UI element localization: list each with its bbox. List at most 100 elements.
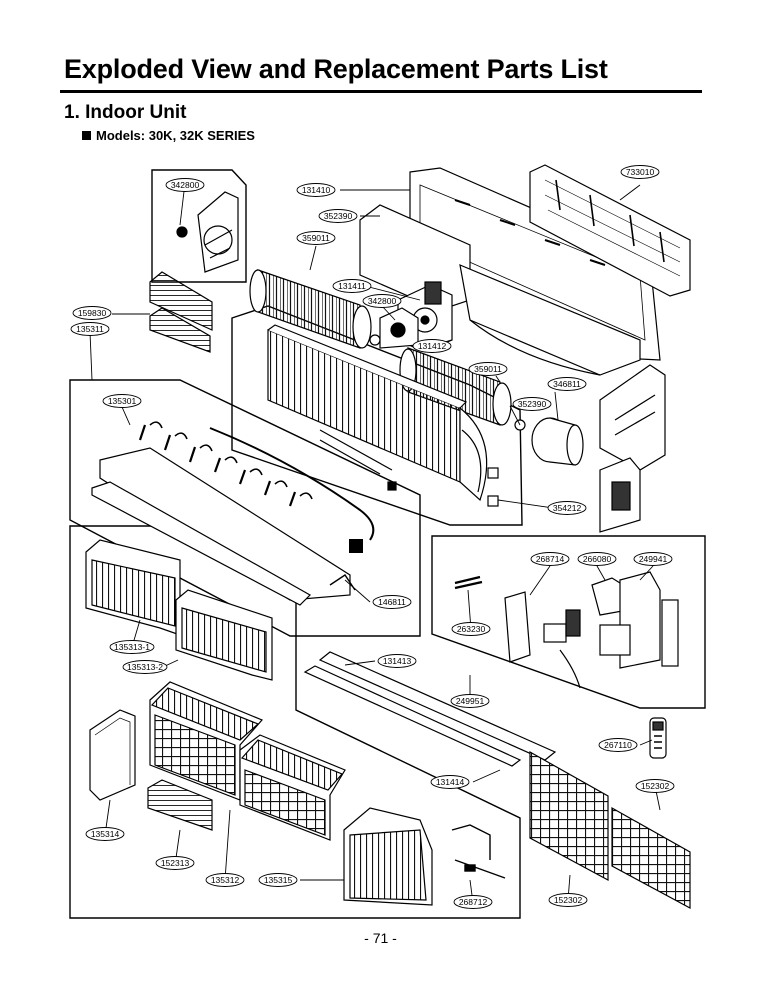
part-label-135301: 135301: [102, 394, 142, 408]
air-filter-left: [529, 750, 609, 882]
part-label-bubble: [296, 183, 336, 197]
models-text: Models: 30K, 32K SERIES: [96, 128, 255, 143]
part-label-bubble: [70, 322, 110, 336]
part-label-bubble: [547, 377, 587, 391]
part-label-bubble: [362, 294, 402, 308]
page-number: - 71 -: [364, 930, 397, 946]
part-label-text: 135314: [91, 829, 120, 839]
part-label-bubble: [122, 660, 168, 674]
page-title: Exploded View and Replacement Parts List: [64, 54, 608, 84]
part-label-267110: 267110: [598, 738, 638, 752]
motor-mount: [379, 307, 419, 349]
part-label-131412: 131412: [412, 339, 452, 353]
part-label-352390: 352390: [318, 209, 358, 223]
part-label-text: 135313-1: [114, 642, 150, 652]
part-label-text: 131414: [436, 777, 465, 787]
part-label-text: 342800: [171, 180, 200, 190]
part-label-359011: 359011: [468, 362, 508, 376]
air-filter-right: [611, 806, 691, 910]
part-label-733010: 733010: [620, 165, 660, 179]
part-label-bubble: [468, 362, 508, 376]
part-label-text: 359011: [474, 364, 502, 374]
drain-hose: [451, 824, 506, 879]
part-label-bubble: [412, 339, 452, 353]
part-label-bubble: [635, 779, 675, 793]
part-label-135313-1: 135313-1: [109, 640, 155, 654]
louver-guide: [149, 271, 213, 353]
electrical-components: [454, 571, 679, 689]
crossflow-fan-left: [249, 269, 381, 349]
part-label-bubble: [85, 827, 125, 841]
part-label-131411: 131411: [332, 279, 372, 293]
part-label-text: 131412: [418, 341, 447, 351]
part-label-text: 268712: [459, 897, 488, 907]
part-label-text: 135312: [211, 875, 240, 885]
part-label-text: 352390: [518, 399, 547, 409]
part-label-bubble: [450, 694, 490, 708]
part-label-text: 135311: [76, 324, 104, 334]
part-labels: 342800 131410 733010 352390 359011 131411 3428…: [70, 165, 675, 909]
right-side-frame: [599, 364, 666, 533]
part-label-text: 159830: [78, 308, 107, 318]
part-label-131414: 131414: [430, 775, 470, 789]
part-label-266080: 266080: [577, 552, 617, 566]
part-label-135311: 135311: [70, 322, 110, 336]
bullet-square: [82, 131, 91, 140]
part-label-text: 131410: [302, 185, 331, 195]
remote-control: [649, 717, 667, 759]
part-label-bubble: [377, 654, 417, 668]
part-label-text: 352390: [324, 211, 353, 221]
part-label-152313: 152313: [155, 856, 195, 870]
part-label-342800: 342800: [165, 178, 205, 192]
part-label-bubble: [165, 178, 205, 192]
side-cover: [89, 709, 136, 801]
part-label-135314: 135314: [85, 827, 125, 841]
part-label-text: 249951: [456, 696, 485, 706]
part-label-text: 268714: [536, 554, 565, 564]
part-label-bubble: [155, 856, 195, 870]
small-filter: [147, 779, 213, 831]
part-label-359011: 359011: [296, 231, 336, 245]
part-label-146811: 146811: [372, 595, 412, 609]
part-label-bubble: [620, 165, 660, 179]
part-label-152302: 152302: [548, 893, 588, 907]
part-label-342800: 342800: [362, 294, 402, 308]
part-label-249941: 249941: [633, 552, 673, 566]
part-label-bubble: [258, 873, 298, 887]
part-label-249951: 249951: [450, 694, 490, 708]
part-label-text: 135301: [108, 396, 137, 406]
part-label-text: 152302: [641, 781, 670, 791]
part-label-bubble: [296, 231, 336, 245]
front-panel-left: [85, 539, 181, 636]
lower-tray: [91, 421, 351, 606]
part-label-268712: 268712: [453, 895, 493, 909]
part-label-bubble: [205, 873, 245, 887]
part-label-131413: 131413: [377, 654, 417, 668]
part-label-131410: 131410: [296, 183, 336, 197]
part-label-159830: 159830: [72, 306, 112, 320]
part-label-text: 146811: [378, 597, 406, 607]
part-label-text: 266080: [583, 554, 612, 564]
part-label-bubble: [430, 775, 470, 789]
part-label-text: 342800: [368, 296, 397, 306]
drain-housing: [359, 204, 641, 376]
part-label-268714: 268714: [530, 552, 570, 566]
rail-upper: [318, 651, 557, 761]
part-label-text: 135315: [264, 875, 293, 885]
part-label-text: 359011: [302, 233, 330, 243]
part-label-346811: 346811: [547, 377, 587, 391]
corner-cover: [343, 807, 433, 906]
part-label-bubble: [332, 279, 372, 293]
part-label-bubble: [453, 895, 493, 909]
rail-lower: [303, 665, 522, 767]
part-label-bubble: [598, 738, 638, 752]
part-label-text: 249941: [639, 554, 668, 564]
part-label-bubble: [451, 622, 491, 636]
control-panel: [529, 164, 691, 297]
part-label-text: 733010: [626, 167, 655, 177]
part-label-135313-2: 135313-2: [122, 660, 168, 674]
part-label-bubble: [372, 595, 412, 609]
part-label-bubble: [547, 501, 587, 515]
front-panel-right: [175, 589, 273, 681]
